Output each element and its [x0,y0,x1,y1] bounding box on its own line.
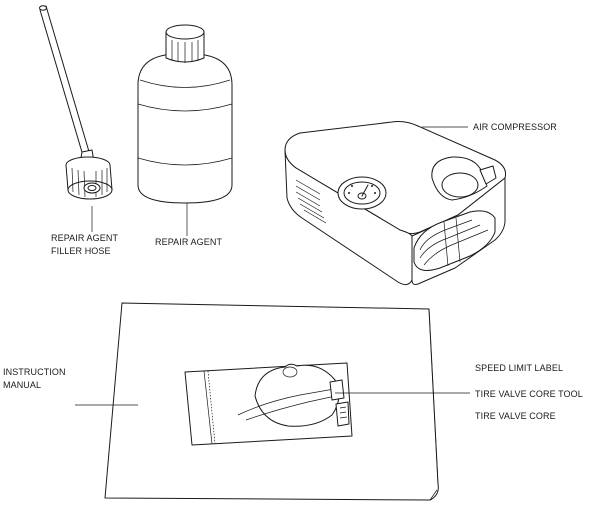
hose-recess-inner [441,172,479,198]
bottle-shoulder [139,79,231,88]
filler-hose-illustration [39,5,113,200]
label-filler-hose-line1: REPAIR AGENT [51,233,118,243]
manual-corner [429,489,438,501]
pressure-gauge-needle [361,184,369,197]
bottle-cap-ribs [171,40,199,63]
label-filler-hose-line2: FILLER HOSE [51,246,111,256]
pouch-seal-dots [207,370,216,445]
label-band-bottom [137,157,233,166]
label-instruction-line2: MANUAL [3,380,41,390]
valve-core-tool-head [329,379,345,401]
cable-strap [443,217,461,267]
label-instruction-line1: INSTRUCTION [3,367,66,377]
label-speed-limit: SPEED LIMIT LABEL [475,363,563,373]
cable-storage [413,210,496,271]
cap-port-outer [83,182,101,194]
label-band-top [137,103,233,112]
valve-core-part [335,401,350,427]
cap-port-inner [87,185,97,191]
hose-tube [39,5,91,160]
speed-limit-label-tab [282,366,298,378]
label-valve-core: TIRE VALVE CORE [475,411,556,421]
label-valve-core-tool: TIRE VALVE CORE TOOL [475,389,583,399]
gauge-dot-4 [371,185,373,187]
air-compressor-illustration [284,121,506,286]
label-repair-agent: REPAIR AGENT [155,237,222,247]
manual-edge [428,308,439,485]
repair-agent-bottle-illustration [137,24,233,204]
label-air-compressor: AIR COMPRESSOR [473,122,557,132]
hose-tip [39,5,47,11]
bottle-cap-top [165,24,205,40]
pouch-seal-line [203,370,213,445]
gauge-dot-1 [348,192,350,194]
bottle-body [137,54,233,204]
gauge-dot-2 [351,185,353,187]
valve-core-threads [339,406,348,419]
tool-pouch-illustration [184,362,353,446]
compressor-vents [295,179,327,224]
valve-core-tool-shaft-2 [245,394,341,421]
gauge-dot-3 [374,192,376,194]
leader-lines [75,126,470,406]
valve-core-tool-shaft [237,387,341,416]
compressor-connector [479,165,497,185]
